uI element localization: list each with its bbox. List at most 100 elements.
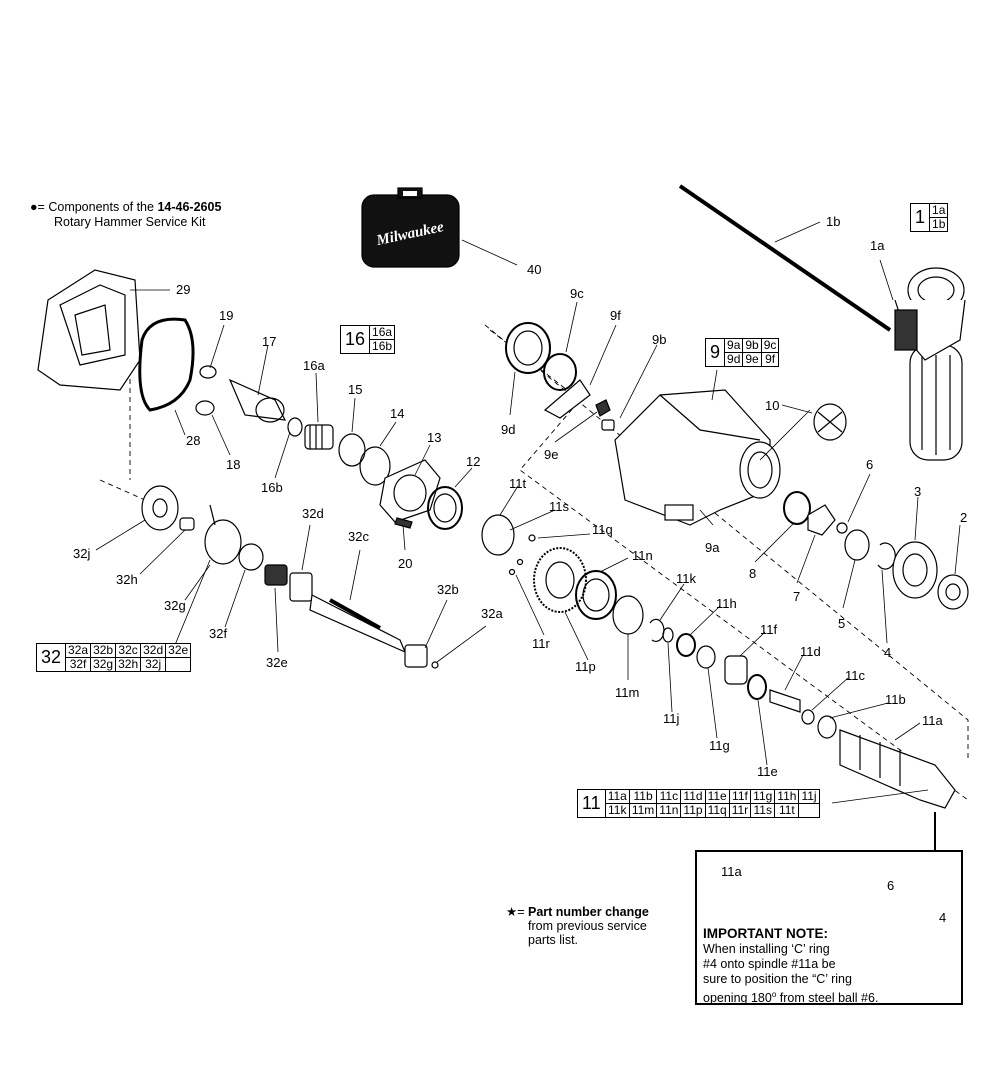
kit-part: 11c [656, 789, 682, 804]
callout-11d: 11d [800, 644, 821, 659]
kit-main: 11 [577, 789, 606, 818]
side-handle [894, 267, 966, 461]
callout-13: 13 [427, 430, 441, 445]
star-symbol: ★= [506, 905, 525, 919]
callout-1a: 1a [870, 238, 885, 253]
kit-main: 9 [704, 338, 726, 367]
kit-part: 11m [628, 803, 658, 818]
kit-part: 11a [604, 789, 630, 804]
kit-part: 1a [929, 203, 949, 218]
kit-part: 11f [728, 789, 752, 804]
callout-1b: 1b [826, 214, 840, 229]
gear-case [614, 389, 781, 526]
callout-29: 29 [176, 282, 190, 297]
callout-11n: 11n [632, 548, 653, 563]
kit-part: 11j [798, 789, 820, 804]
callout-32b: 32b [437, 582, 459, 597]
kit-part: 11d [680, 789, 706, 804]
star-line3: parts list. [528, 933, 579, 947]
note-line: from steel ball #6. [776, 991, 879, 1006]
callout-6: 6 [866, 457, 873, 472]
kit-number: 14-46-2605 [157, 200, 222, 214]
callout-4: 4 [884, 645, 891, 660]
callout-16a: 16a [303, 358, 325, 373]
important-note-inset: 11a 6 4 IMPORTANT NOTE: When installing … [695, 850, 963, 1005]
kit-part: 9d [724, 352, 744, 367]
note-line: #4 onto spindle #11a be [703, 957, 836, 971]
kit-table-11: 11 11a 11b 11c 11d 11e 11f 11g 11h 11j 1… [577, 789, 820, 818]
inset-label: 11a [721, 864, 742, 879]
callout-18: 18 [226, 457, 240, 472]
callout-11h: 11h [716, 596, 737, 611]
callout-9d: 9d [501, 422, 515, 437]
service-kit-legend: ●= Components of the 14-46-2605 Rotary H… [30, 200, 221, 230]
callout-9b: 9b [652, 332, 666, 347]
legend-prefix: Components of the [48, 200, 154, 214]
callout-9a: 9a [705, 540, 720, 555]
callout-12: 12 [466, 454, 480, 469]
legend-line2: Rotary Hammer Service Kit [54, 215, 206, 229]
kit-main: 32 [35, 643, 67, 672]
kit-part: 9a [724, 338, 744, 353]
callout-7: 7 [793, 589, 800, 604]
kit-part: 32j [140, 657, 167, 672]
callout-32h: 32h [116, 572, 138, 587]
kit-part: 1b [929, 217, 949, 232]
callout-11k: 11k [676, 571, 696, 586]
kit-part: 32d [140, 643, 167, 658]
note-title: IMPORTANT NOTE: [703, 926, 828, 941]
inset-label: 6 [887, 878, 894, 893]
callout-17: 17 [262, 334, 276, 349]
callout-11t: 11t [509, 476, 526, 491]
callout-11g: 11g [709, 738, 730, 753]
kit-part: 32c [115, 643, 142, 658]
kit-part: 11r [728, 803, 752, 818]
degree-mark: o [771, 990, 777, 999]
callout-40: 40 [527, 262, 541, 277]
kit-part: 9e [742, 352, 762, 367]
callout-9c: 9c [570, 286, 584, 301]
kit-part: 11h [774, 789, 800, 804]
callout-20: 20 [398, 556, 412, 571]
callout-32c: 32c [348, 529, 369, 544]
kit-part: 11s [750, 803, 776, 818]
callout-11j: 11j [663, 711, 679, 726]
kit-part: 32b [90, 643, 117, 658]
note-line: sure to position the “C’ ring [703, 972, 852, 986]
kit-part: 11q [704, 803, 730, 818]
callout-9f: 9f [610, 308, 621, 323]
callout-16b: 16b [261, 480, 283, 495]
star-line1: Part number change [528, 905, 649, 919]
note-line: When installing ‘C’ ring [703, 942, 830, 956]
kit-part: 11e [704, 789, 730, 804]
kit-part: 11g [750, 789, 776, 804]
callout-11a: 11a [922, 713, 943, 728]
kit-part: 9b [742, 338, 762, 353]
star-note: ★= Part number change from previous serv… [506, 905, 649, 947]
kit-part: 11n [656, 803, 682, 818]
kit-part: 32h [115, 657, 142, 672]
callout-32g: 32g [164, 598, 186, 613]
note-line: opening 180 [703, 991, 772, 1006]
inset-label: 4 [939, 910, 946, 925]
callout-11b: 11b [885, 692, 906, 707]
kit-part [165, 657, 192, 672]
carry-case [361, 187, 460, 268]
gear-housing [37, 269, 141, 391]
kit-part: 32f [65, 657, 92, 672]
callout-5: 5 [838, 616, 845, 631]
callout-11f: 11f [760, 622, 777, 637]
callout-32f: 32f [209, 626, 227, 641]
callout-3: 3 [914, 484, 921, 499]
callout-14: 14 [390, 406, 404, 421]
callout-10: 10 [765, 398, 779, 413]
kit-part: 9f [760, 352, 780, 367]
inset-labels: 11a 6 4 [721, 864, 946, 925]
kit-part: 32a [65, 643, 92, 658]
callout-32d: 32d [302, 506, 324, 521]
kit-part: 11t [774, 803, 800, 818]
callout-15: 15 [348, 382, 362, 397]
callout-32j: 32j [73, 546, 90, 561]
